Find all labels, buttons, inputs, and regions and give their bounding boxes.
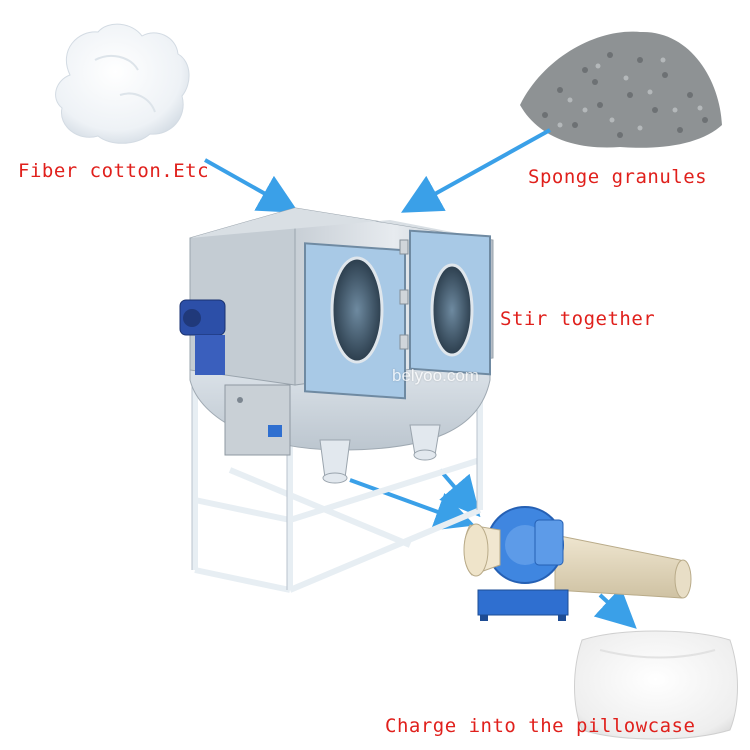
charge-pillowcase-label: Charge into the pillowcase: [385, 715, 696, 737]
control-box: [224, 384, 291, 456]
arrow-sponge-to-mixer: [401, 128, 551, 213]
motor: [179, 299, 226, 375]
watermark: belyoo.com: [392, 366, 479, 385]
filling-blower-image: [463, 506, 692, 621]
mixing-machine-image: [179, 207, 494, 593]
arrow-blower-to-pillow: [593, 587, 637, 629]
pillow-image: [574, 630, 738, 740]
fiber-cotton-label: Fiber cotton.Etc: [18, 160, 210, 182]
stir-together-label: Stir together: [500, 308, 656, 330]
sponge-granules-image: [520, 31, 722, 148]
flow-arrows: [204, 128, 637, 629]
sponge-granules-label: Sponge granules: [528, 166, 708, 188]
fiber-cotton-image: [55, 23, 190, 144]
arrow-mixer-to-blower-2: [438, 468, 481, 518]
arrow-fiber-to-mixer: [204, 158, 299, 213]
